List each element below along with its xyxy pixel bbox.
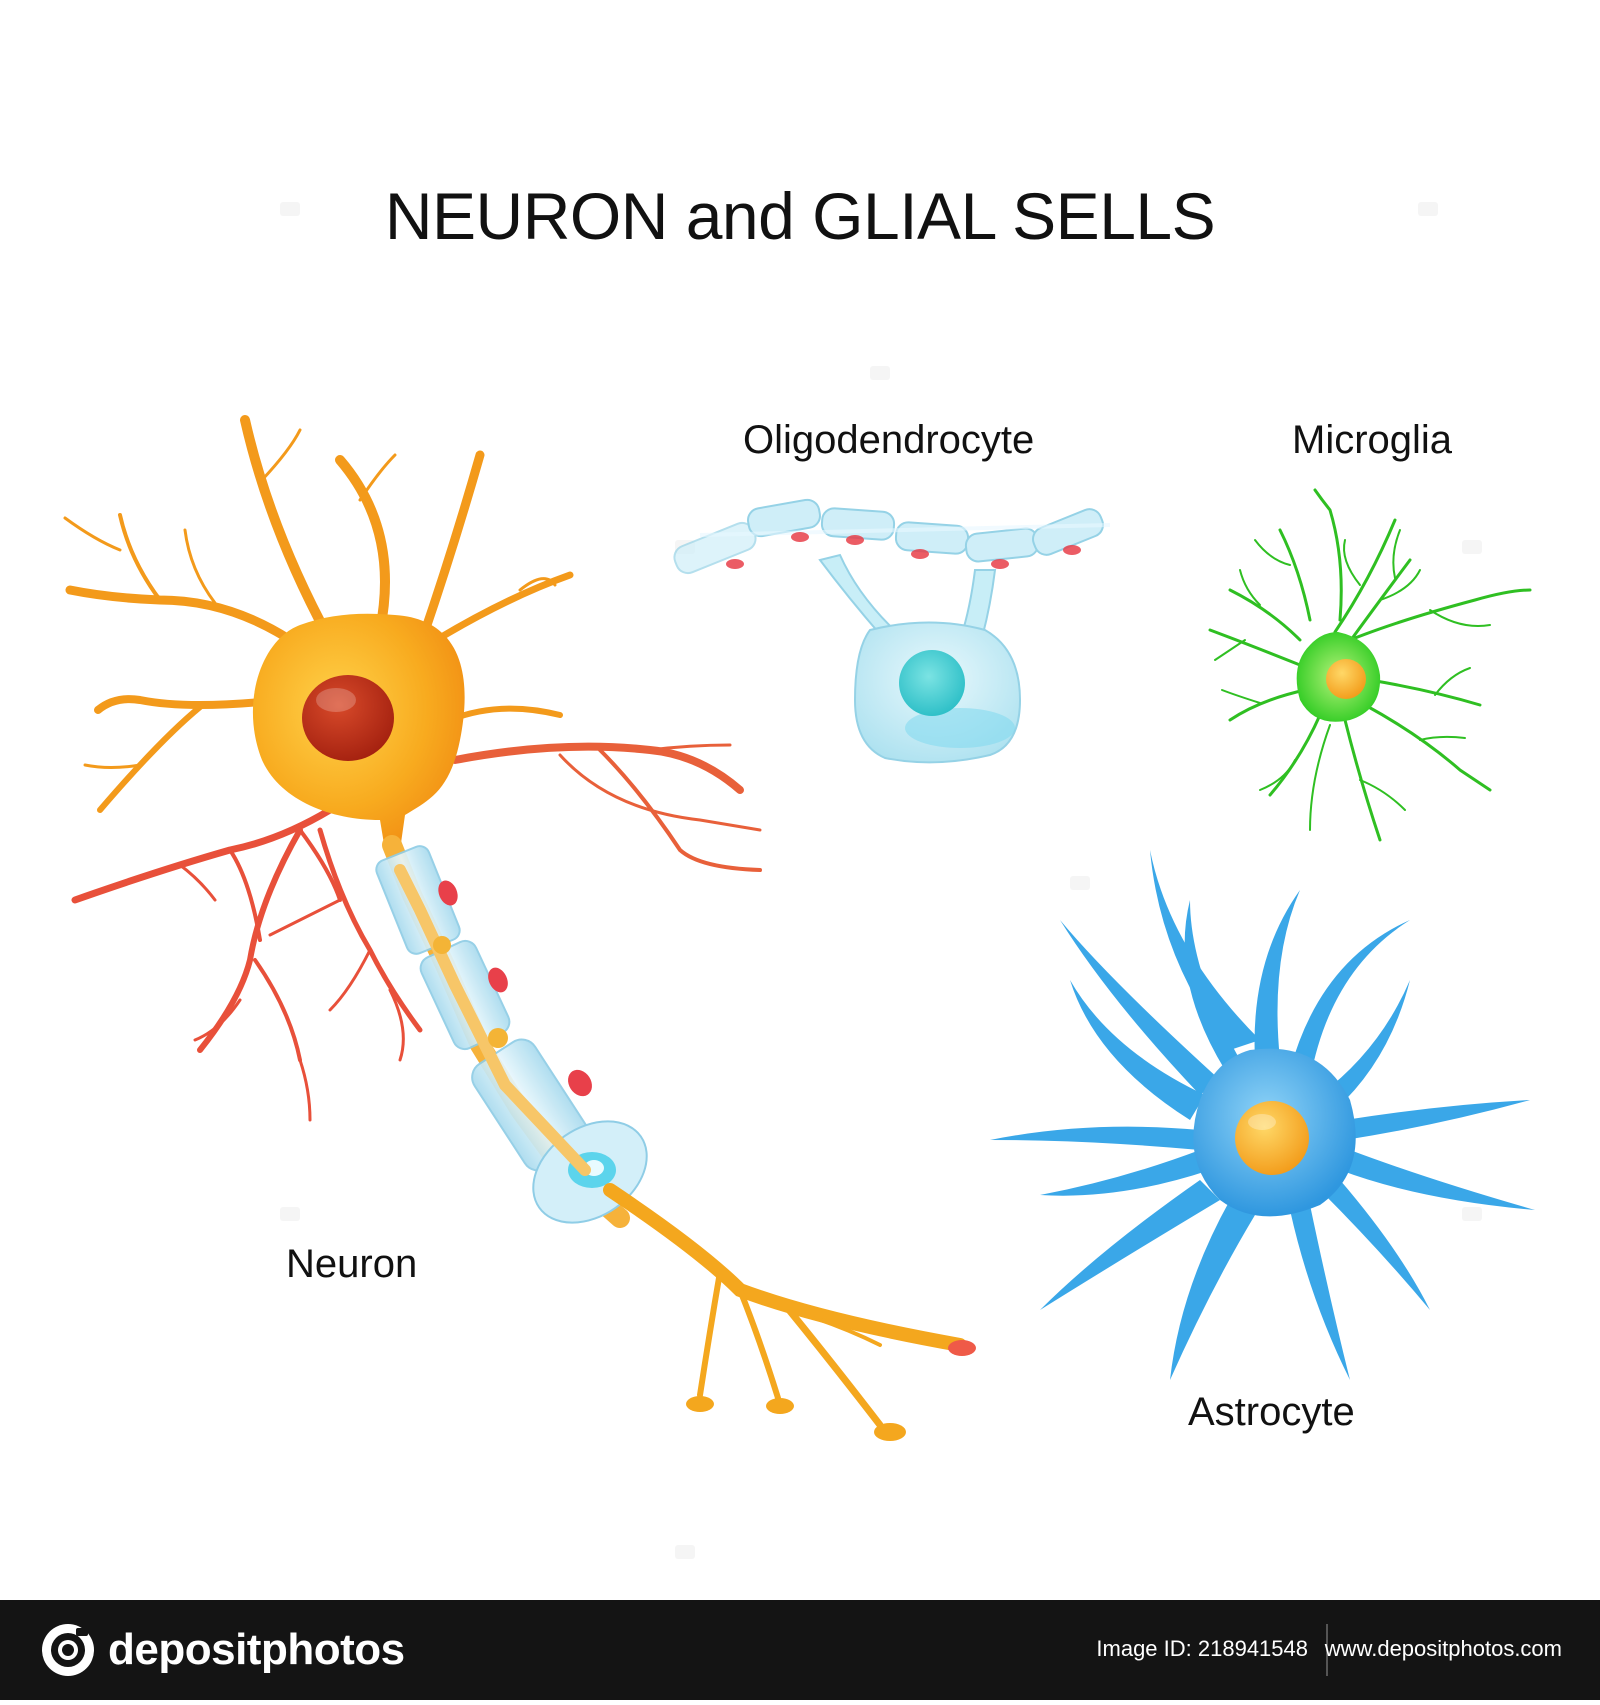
axon-terminal-tip bbox=[948, 1340, 976, 1356]
microglia-processes bbox=[1208, 488, 1532, 842]
neuron-dendrites-right bbox=[451, 742, 762, 872]
camera-icon bbox=[42, 1624, 94, 1676]
footer-divider bbox=[1326, 1624, 1328, 1676]
neuron-dendrites-lower bbox=[71, 806, 423, 1122]
astrocyte-nucleus bbox=[1235, 1101, 1309, 1175]
oligodendrocyte-nodes bbox=[726, 532, 1081, 569]
brand-name: depositphotos bbox=[108, 1625, 405, 1674]
label-microglia: Microglia bbox=[1292, 418, 1453, 462]
brand-logo[interactable]: depositphotos bbox=[40, 1622, 405, 1678]
diagram-title: NEURON and GLIAL SELLS bbox=[384, 179, 1216, 253]
neuron-nucleus bbox=[302, 675, 394, 761]
footer-bar: depositphotos Image ID: 218941548 www.de… bbox=[0, 1600, 1600, 1700]
site-link[interactable]: www.depositphotos.com bbox=[1324, 1636, 1562, 1661]
oligodendrocyte-nucleus bbox=[899, 650, 965, 716]
label-neuron: Neuron bbox=[286, 1242, 418, 1286]
neuron-cell bbox=[63, 415, 976, 1441]
label-astrocyte: Astrocyte bbox=[1188, 1390, 1355, 1434]
astrocyte-cell bbox=[990, 850, 1535, 1380]
axon-terminal bbox=[603, 1183, 967, 1429]
neuron-axon bbox=[375, 835, 648, 1228]
microglia-nucleus bbox=[1326, 659, 1366, 699]
microglia-cell bbox=[1208, 488, 1532, 842]
oligodendrocyte-cell bbox=[673, 498, 1111, 764]
nodes-of-ranvier bbox=[438, 880, 592, 1097]
watermark bbox=[280, 202, 1482, 1559]
synaptic-knobs bbox=[686, 1396, 906, 1441]
label-oligodendrocyte: Oligodendrocyte bbox=[743, 418, 1035, 462]
image-id: Image ID: 218941548 bbox=[1096, 1636, 1308, 1661]
